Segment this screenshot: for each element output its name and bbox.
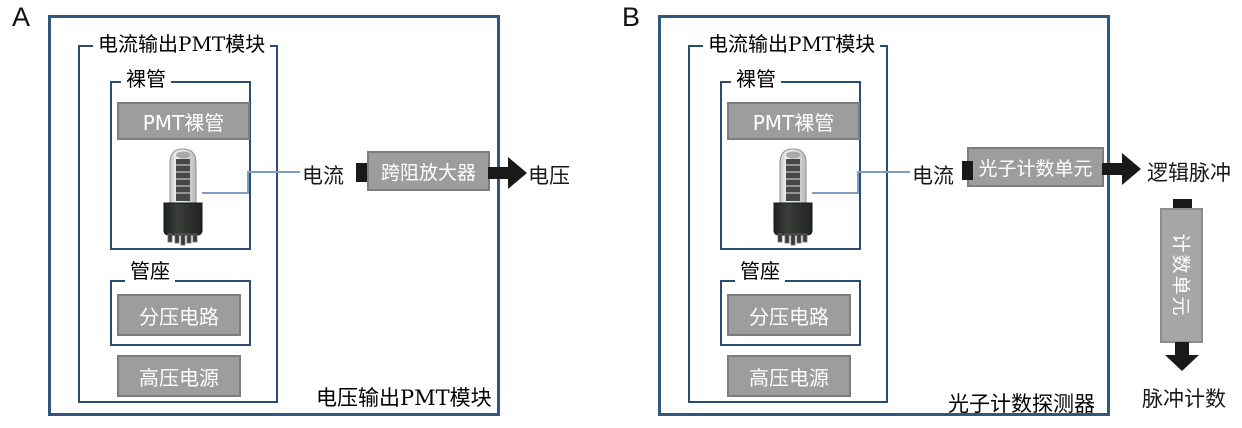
current-connector-line <box>812 171 910 194</box>
pmt-bare-tube-block: PMT裸管 <box>117 102 250 140</box>
counter-connector-block <box>1173 199 1192 209</box>
pmt-bare-tube-block: PMT裸管 <box>727 102 860 140</box>
high-voltage-supply-block: 高压电源 <box>727 355 851 397</box>
voltage-output-module-box <box>48 15 500 416</box>
current-label: 电流 <box>912 164 954 188</box>
arrow-right-icon <box>1102 153 1141 185</box>
voltage-divider-block: 分压电路 <box>117 294 241 336</box>
voltage-output-module-caption: 电压输出PMT模块 <box>316 386 492 410</box>
photon-counting-detector-caption: 光子计数探测器 <box>948 392 1095 416</box>
pmt-tube-image <box>163 148 203 246</box>
logic-pulse-label: 逻辑脉冲 <box>1147 161 1231 185</box>
current-output-module-label: 电流输出PMT模块 <box>703 32 881 56</box>
arrow-down-icon <box>1165 342 1199 371</box>
current-output-module-label: 电流输出PMT模块 <box>93 32 271 56</box>
socket-label: 管座 <box>125 259 175 283</box>
current-connector-line <box>202 171 300 194</box>
arrow-right-icon <box>488 157 527 189</box>
input-connector-block <box>356 163 367 182</box>
photon-counting-detector-box <box>658 15 1110 416</box>
current-label: 电流 <box>302 164 344 188</box>
voltage-label: 电压 <box>528 164 570 188</box>
transimpedance-amplifier-block: 跨阻放大器 <box>367 151 490 191</box>
high-voltage-supply-block: 高压电源 <box>117 355 241 397</box>
counting-unit-label: 计数单元 <box>1169 233 1192 318</box>
voltage-divider-block: 分压电路 <box>727 294 851 336</box>
input-connector-block <box>962 161 973 180</box>
panel-b-letter: B <box>622 2 641 32</box>
panel-a-letter: A <box>12 2 31 32</box>
socket-label: 管座 <box>735 259 785 283</box>
pmt-tube-image <box>773 148 813 246</box>
bare-tube-label: 裸管 <box>731 67 781 91</box>
bare-tube-label: 裸管 <box>121 67 171 91</box>
panel-b: B 电流输出PMT模块 裸管 PMT裸管 电流 光子计数单元 逻辑脉冲 管座 <box>610 0 1242 428</box>
panel-a: A 电流输出PMT模块 裸管 PMT裸管 电流 跨阻放大器 电压 管座 <box>12 2 570 416</box>
counting-unit-block: 计数单元 <box>1160 208 1203 343</box>
pulse-count-label: 脉冲计数 <box>1142 387 1226 411</box>
photon-counting-unit-block: 光子计数单元 <box>967 147 1104 187</box>
